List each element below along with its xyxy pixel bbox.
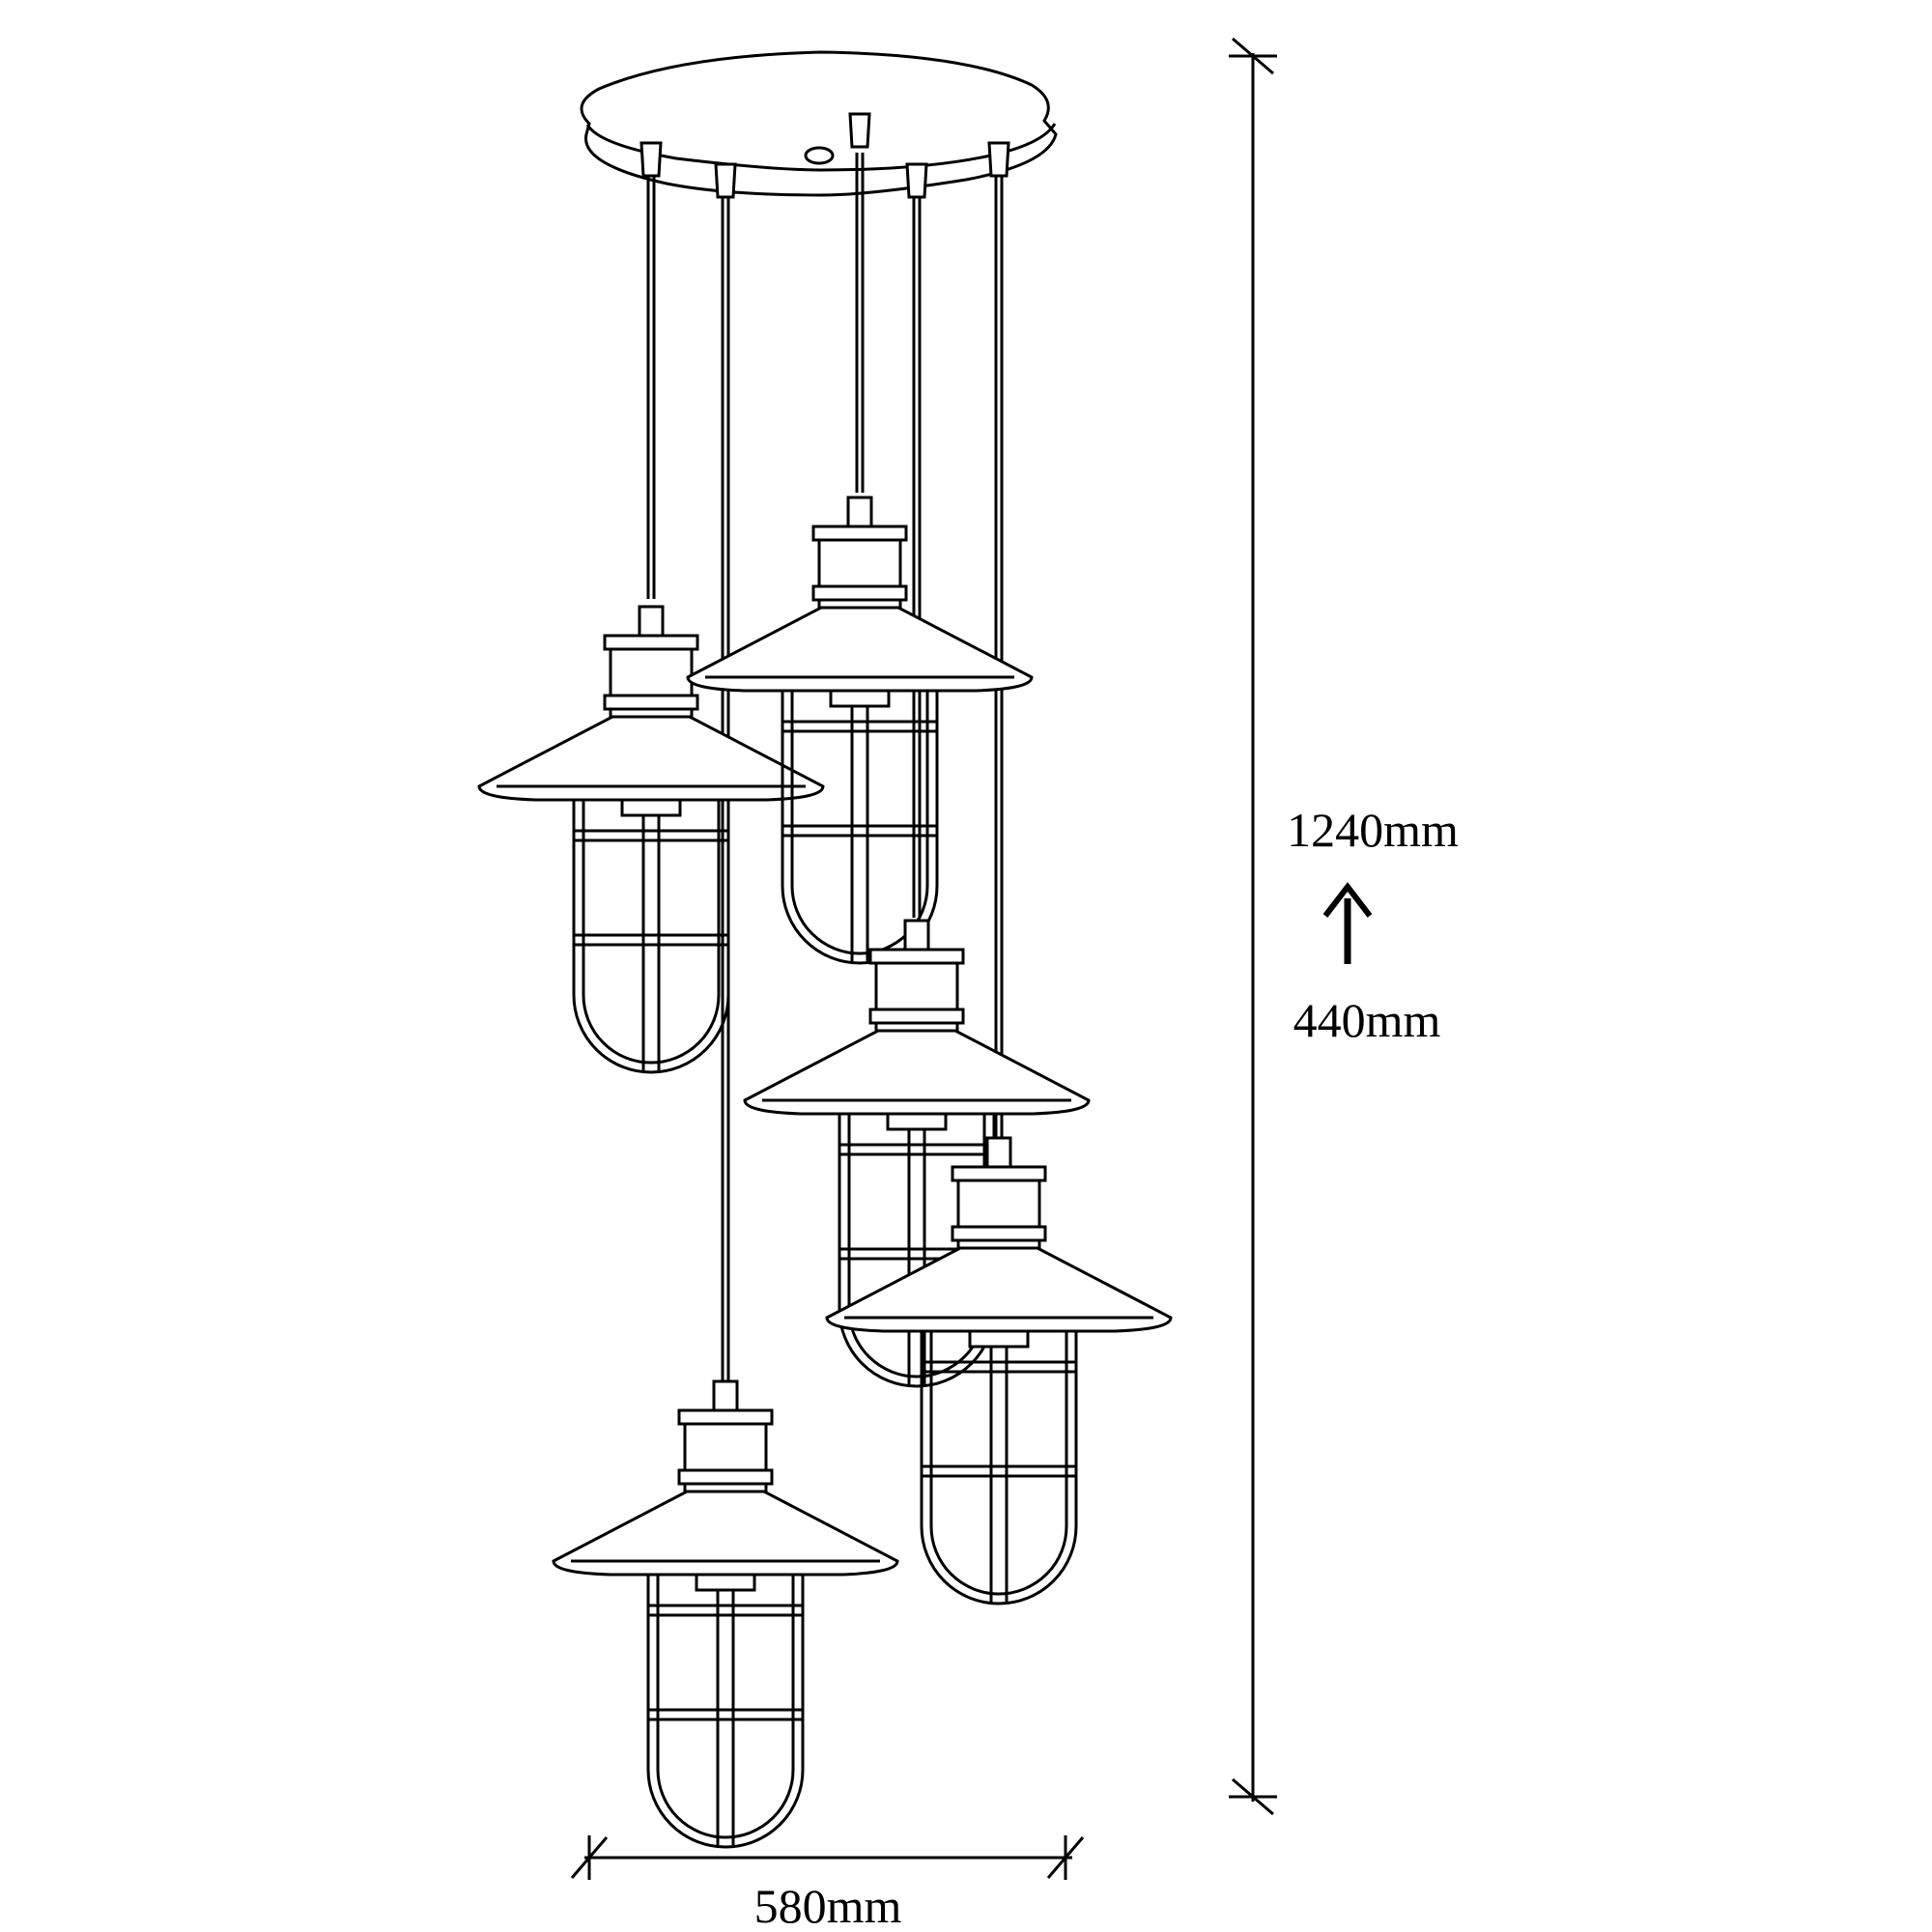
width-dimension-line [570,1835,1085,1880]
arrow-up-icon [1322,882,1373,964]
height-max-label: 1240mm [1287,803,1459,857]
ceiling-canopy [580,50,1058,197]
height-dimension-line [1229,37,1277,1816]
cord-anchors [639,112,1010,199]
height-min-label: 440mm [1293,993,1441,1047]
pendant-center-upper [686,496,1034,965]
pendant-bottom [552,1379,899,1849]
width-label: 580mm [754,1879,902,1932]
pendant-right-lower [825,1136,1173,1605]
